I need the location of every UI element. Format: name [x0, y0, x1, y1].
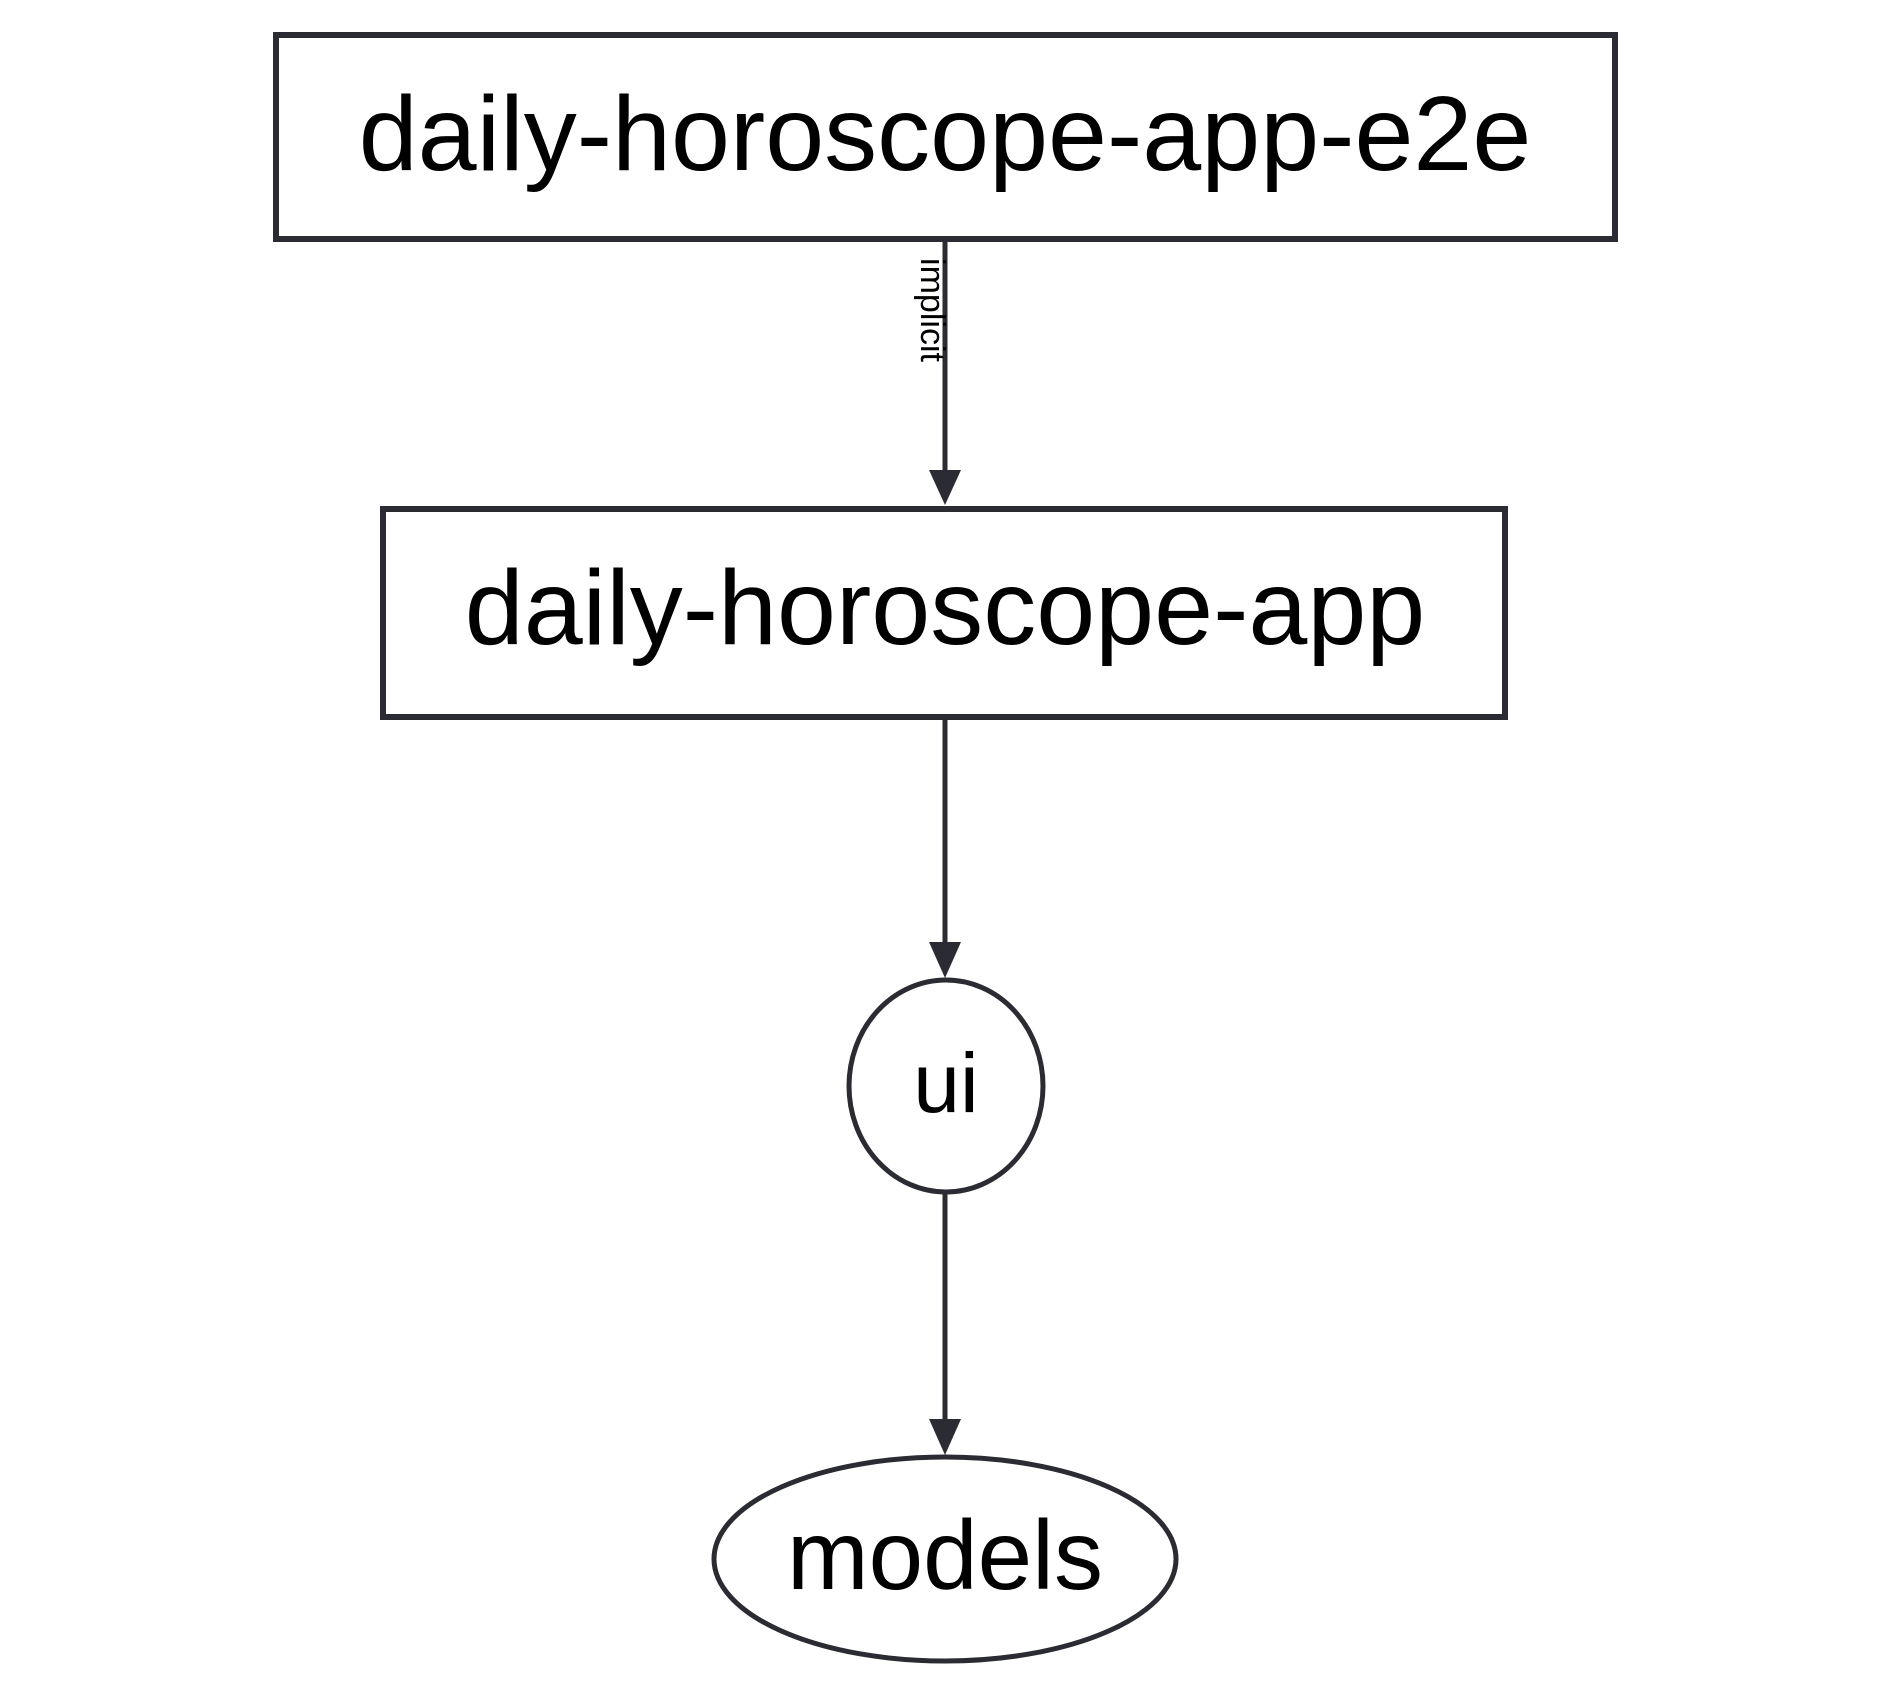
node-models[interactable]: models [711, 1454, 1179, 1664]
arrowhead-app-to-ui [929, 942, 961, 978]
node-label-app: daily-horoscope-app [465, 549, 1425, 667]
node-ui[interactable]: ui [846, 977, 1046, 1195]
node-label-models: models [787, 1500, 1103, 1610]
edge-label-implicit: implicit [913, 258, 951, 362]
edge-e2e-to-app: implicit [913, 241, 961, 505]
arrowhead-e2e-to-app [929, 470, 961, 505]
node-box-app[interactable] [380, 506, 1508, 720]
edge-ui-to-models [929, 1193, 961, 1455]
node-box-e2e[interactable] [273, 32, 1618, 242]
node-ellipse-ui[interactable] [846, 977, 1046, 1195]
node-daily-horoscope-app-e2e[interactable]: daily-horoscope-app-e2e [273, 32, 1618, 242]
arrowhead-ui-to-models [929, 1419, 961, 1455]
node-label-ui: ui [913, 1036, 978, 1130]
node-ellipse-models[interactable] [711, 1454, 1179, 1664]
node-label-e2e: daily-horoscope-app-e2e [359, 75, 1532, 193]
edge-app-to-ui [929, 720, 961, 978]
node-daily-horoscope-app[interactable]: daily-horoscope-app [380, 506, 1508, 720]
